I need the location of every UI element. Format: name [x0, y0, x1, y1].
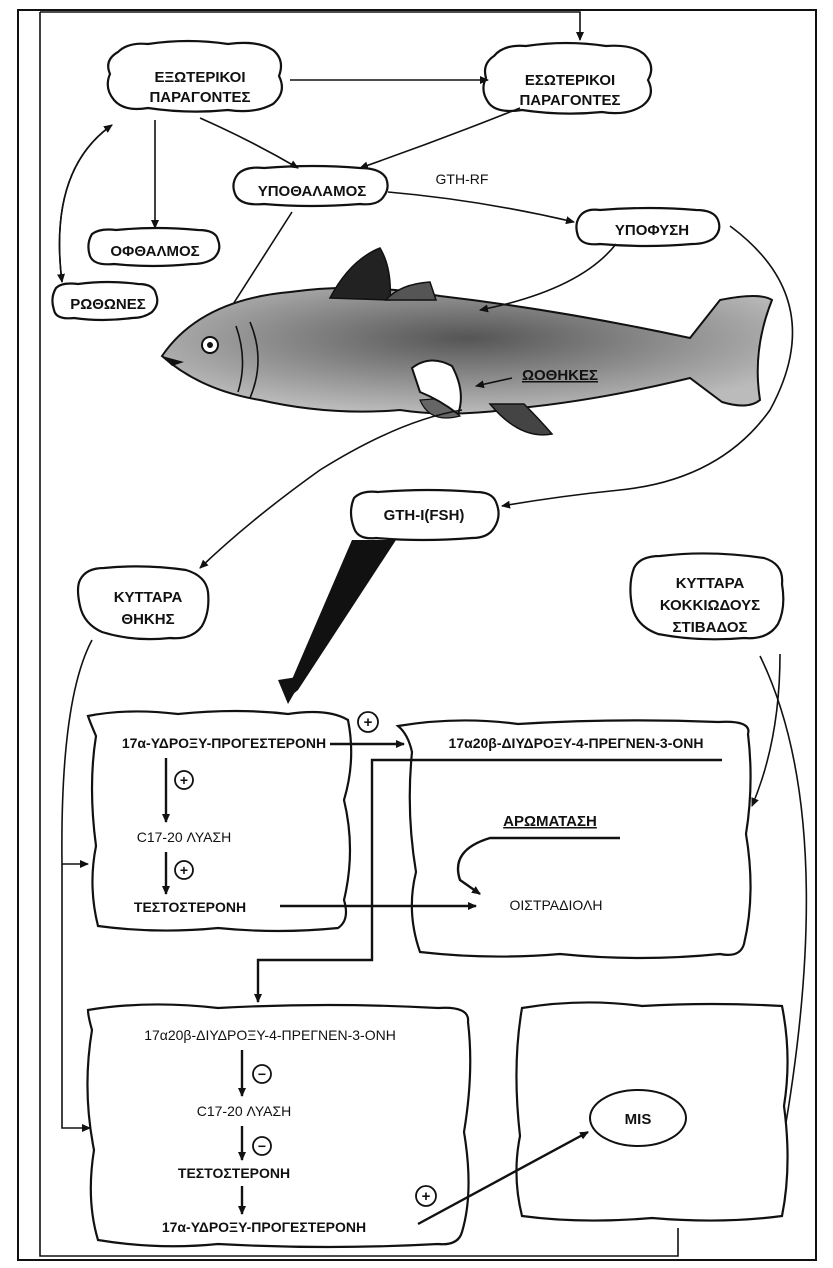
arrow-ext-to-hypo: [200, 118, 298, 168]
fish-illustration: [162, 248, 772, 435]
theca-cells-node: ΚΥΤΤΑΡΑ ΘΗΚΗΣ: [78, 566, 208, 639]
minus-sign-1: −: [258, 1066, 266, 1082]
granulosa-cells-label-3: ΣΤΙΒΑΔΟΣ: [672, 619, 747, 636]
external-factors-label-1: ΕΞΩΤΕΡΙΚΟΙ: [154, 69, 245, 86]
internal-factors-label-2: ΠΑΡΑΓΟΝΤΕΣ: [519, 92, 620, 109]
theca-cells-label-2: ΘΗΚΗΣ: [121, 611, 174, 628]
theca2-line1: 17α20β-ΔΙΥΔΡΟΞΥ-4-ΠΡΕΓΝΕΝ-3-ΟΝΗ: [144, 1027, 396, 1043]
arrow-theca-to-box-2: [62, 864, 90, 1128]
arrow-granulosa-to-box-1: [752, 654, 780, 806]
nostrils-label: ΡΩΘΩΝΕΣ: [70, 296, 146, 313]
pituitary-label: ΥΠΟΦΥΣΗ: [615, 222, 689, 239]
theca2-line3: ΤΕΣΤΟΣΤΕΡΟΝΗ: [178, 1165, 290, 1181]
theca1-line1: 17α-ΥΔΡΟΞΥ-ΠΡΟΓΕΣΤΕΡΟΝΗ: [122, 735, 326, 751]
eye-node: ΟΦΘΑΛΜΟΣ: [88, 228, 219, 266]
arrow-hypo-to-pituitary: [388, 192, 574, 222]
plus-sign-1: +: [180, 772, 188, 788]
aromatase-label: ΑΡΩΜΑΤΑΣΗ: [503, 813, 597, 830]
theca-cells-label-1: ΚΥΤΤΑΡΑ: [114, 589, 183, 606]
theca-box-1: 17α-ΥΔΡΟΞΥ-ΠΡΟΓΕΣΤΕΡΟΝΗ C17-20 ΛΥΑΣΗ ΤΕΣ…: [88, 711, 351, 931]
external-factors-label-2: ΠΑΡΑΓΟΝΤΕΣ: [149, 89, 250, 106]
hypothalamus-label: ΥΠΟΘΑΛΑΜΟΣ: [258, 183, 367, 200]
plus-sign-3: +: [364, 714, 373, 731]
gth-big-arrow: [286, 540, 396, 700]
minus-sign-2: −: [258, 1138, 266, 1154]
hypothalamus-node: ΥΠΟΘΑΛΑΜΟΣ: [233, 166, 387, 206]
theca1-line3: ΤΕΣΤΟΣΤΕΡΟΝΗ: [134, 899, 246, 915]
granulosa-cells-node: ΚΥΤΤΑΡΑ ΚΟΚΚΙΩΔΟΥΣ ΣΤΙΒΑΔΟΣ: [630, 553, 783, 639]
internal-factors-label-1: ΕΣΩΤΕΡΙΚΟΙ: [525, 72, 615, 89]
plus-sign-4: +: [422, 1188, 431, 1205]
ovaries-label: ΩΟΘΗΚΕΣ: [522, 367, 598, 384]
external-factors-node: ΕΞΩΤΕΡΙΚΟΙ ΠΑΡΑΓΟΝΤΕΣ: [108, 41, 282, 112]
plus-sign-2: +: [180, 862, 188, 878]
gth-rf-label: GTH-RF: [436, 171, 489, 187]
arrow-pituitary-to-fish: [480, 244, 616, 310]
mis-label: MIS: [625, 1111, 652, 1128]
eye-label: ΟΦΘΑΛΜΟΣ: [110, 243, 199, 260]
estradiol-label: ΟΙΣΤΡΑΔΙΟΛΗ: [510, 897, 603, 913]
theca-box-2: 17α20β-ΔΙΥΔΡΟΞΥ-4-ΠΡΕΓΝΕΝ-3-ΟΝΗ C17-20 Λ…: [87, 1004, 470, 1247]
theca1-line2: C17-20 ΛΥΑΣΗ: [137, 829, 232, 845]
internal-factors-node: ΕΣΩΤΕΡΙΚΟΙ ΠΑΡΑΓΟΝΤΕΣ: [483, 43, 651, 114]
gth-node: GTH-I(FSH): [351, 490, 499, 540]
arrow-theca-to-box-1: [62, 640, 92, 864]
gth-label: GTH-I(FSH): [384, 507, 465, 524]
theca2-line4: 17α-ΥΔΡΟΞΥ-ΠΡΟΓΕΣΤΕΡΟΝΗ: [162, 1219, 366, 1235]
gran1-line1: 17α20β-ΔΙΥΔΡΟΞΥ-4-ΠΡΕΓΝΕΝ-3-ΟΝΗ: [449, 735, 704, 751]
arrow-int-to-hypo: [360, 108, 520, 168]
feedback-arrow-top: [40, 12, 580, 40]
pituitary-node: ΥΠΟΦΥΣΗ: [576, 208, 719, 246]
theca2-line2: C17-20 ΛΥΑΣΗ: [197, 1103, 292, 1119]
granulosa-cells-label-1: ΚΥΤΤΑΡΑ: [676, 575, 745, 592]
nostrils-node: ΡΩΘΩΝΕΣ: [52, 282, 157, 320]
granulosa-cells-label-2: ΚΟΚΚΙΩΔΟΥΣ: [660, 597, 760, 614]
mis-box: MIS: [516, 1002, 787, 1220]
granulosa-box-1: 17α20β-ΔΙΥΔΡΟΞΥ-4-ΠΡΕΓΝΕΝ-3-ΟΝΗ ΑΡΩΜΑΤΑΣ…: [398, 720, 751, 958]
